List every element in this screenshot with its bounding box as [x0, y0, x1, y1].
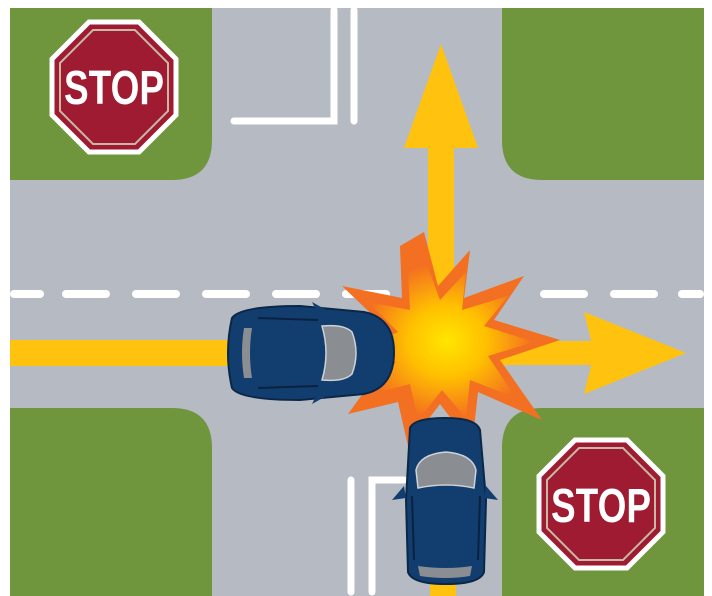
stop-sign-label: STOP — [551, 480, 651, 533]
grass-top-right — [502, 8, 704, 180]
left-yellow-path — [10, 340, 240, 366]
car-icon — [228, 302, 394, 404]
grass-bottom-left — [10, 408, 212, 596]
stop-sign-icon: STOP — [52, 22, 176, 152]
stop-sign-label: STOP — [64, 62, 164, 115]
stop-sign-icon: STOP — [539, 440, 663, 568]
